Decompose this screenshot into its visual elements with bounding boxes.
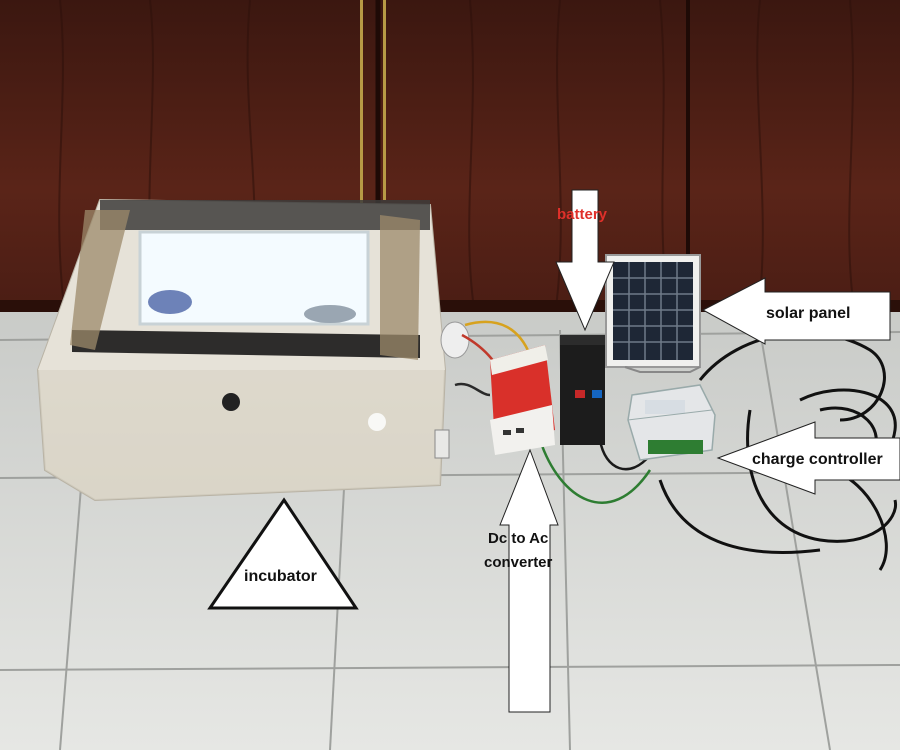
converter-label-line1: Dc to Ac: [488, 530, 549, 547]
battery-device: [560, 335, 605, 445]
hanging-cord: [383, 0, 386, 200]
incubator-triangle: [207, 497, 359, 610]
charge-controller-label: charge controller: [752, 451, 883, 468]
wires: [454, 320, 652, 504]
charge-controller-device: [627, 384, 716, 461]
converter-device: [490, 345, 555, 455]
solar-panel-label: solar panel: [766, 305, 851, 322]
solar-panel-arrow: [701, 277, 891, 345]
hanging-cord: [360, 0, 363, 210]
converter-label-line2: converter: [484, 554, 553, 571]
charge-controller-arrow: [716, 421, 900, 495]
solar-panel-device: [605, 254, 701, 373]
battery-arrow: [555, 189, 615, 332]
incubator-box: [36, 198, 470, 502]
incubator-label: incubator: [244, 568, 317, 585]
wall-grain: [58, 0, 856, 316]
converter-arrow: [499, 448, 559, 713]
battery-label: battery: [557, 206, 608, 223]
